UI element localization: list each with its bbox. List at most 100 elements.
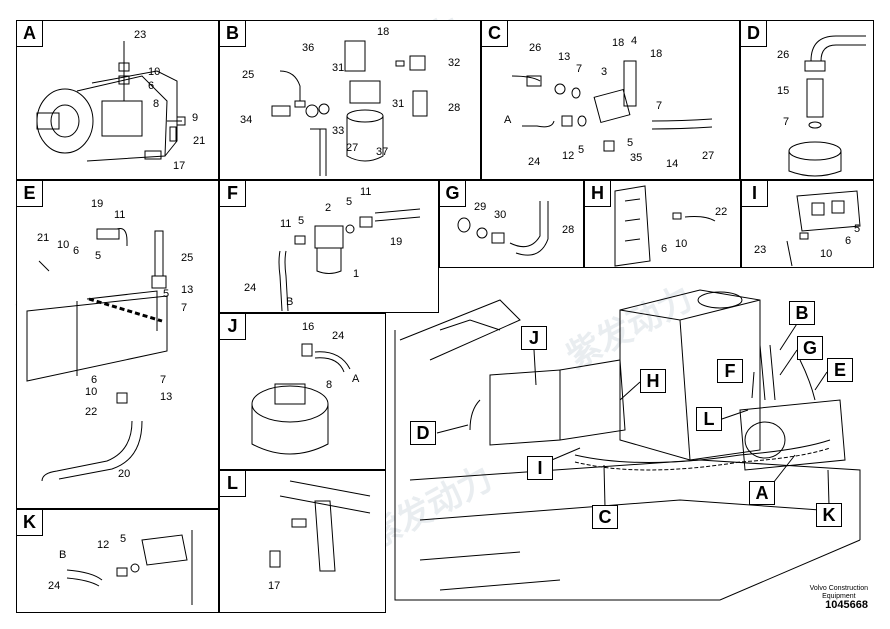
part-32: 32 bbox=[448, 57, 461, 69]
part-17: 17 bbox=[268, 580, 281, 592]
panel-f-label: F bbox=[220, 181, 246, 207]
part-28: 28 bbox=[562, 224, 575, 236]
part-24: 24 bbox=[528, 156, 541, 168]
panel-a: A 23 10 6 8 9 21 17 bbox=[16, 20, 219, 180]
part-7: 7 bbox=[783, 116, 790, 128]
label-a: A bbox=[352, 373, 360, 385]
part-27: 27 bbox=[346, 142, 359, 154]
part-23: 23 bbox=[754, 244, 767, 256]
part-34: 34 bbox=[240, 114, 253, 126]
part-18b: 18 bbox=[650, 48, 663, 60]
part-22: 22 bbox=[85, 406, 98, 418]
part-12: 12 bbox=[97, 539, 110, 551]
panel-d-label: D bbox=[741, 21, 767, 47]
callout-c[interactable]: C bbox=[592, 505, 618, 529]
panel-c: C 26 13 3 18 4 18 7 7 A 24 12 5 5 35 14 … bbox=[481, 20, 740, 180]
d-drawing bbox=[788, 35, 866, 177]
part-26: 26 bbox=[777, 49, 790, 61]
pump-drawing bbox=[36, 41, 186, 162]
i-drawing bbox=[786, 190, 861, 267]
callout-i[interactable]: I bbox=[527, 456, 553, 480]
part-31b: 31 bbox=[392, 98, 405, 110]
part-5: 5 bbox=[346, 196, 353, 208]
callout-e[interactable]: E bbox=[827, 358, 853, 382]
callout-g[interactable]: G bbox=[797, 336, 823, 360]
part-10: 10 bbox=[675, 238, 688, 250]
part-27: 27 bbox=[702, 150, 715, 162]
part-10: 10 bbox=[820, 248, 833, 260]
part-25: 25 bbox=[242, 69, 255, 81]
part-10: 10 bbox=[57, 239, 70, 251]
part-21: 21 bbox=[193, 135, 206, 147]
part-14: 14 bbox=[666, 158, 679, 170]
callout-d[interactable]: D bbox=[410, 421, 436, 445]
part-36: 36 bbox=[302, 42, 315, 54]
publisher-line1: Volvo Construction bbox=[809, 585, 868, 592]
part-5: 5 bbox=[854, 223, 861, 235]
part-7: 7 bbox=[576, 63, 583, 75]
part-19: 19 bbox=[91, 198, 104, 210]
g-drawing bbox=[457, 201, 549, 256]
valve-drawing bbox=[26, 228, 168, 482]
part-33: 33 bbox=[332, 125, 345, 137]
part-20: 20 bbox=[118, 468, 131, 480]
panel-k-label: K bbox=[17, 510, 43, 536]
panel-k: K 12 5 B 24 bbox=[16, 509, 219, 613]
part-21: 21 bbox=[37, 232, 50, 244]
part-3: 3 bbox=[601, 66, 608, 78]
panel-e-label: E bbox=[17, 181, 43, 207]
panel-g: G 29 30 28 bbox=[439, 180, 584, 268]
part-5b: 5 bbox=[163, 288, 170, 300]
part-12: 12 bbox=[562, 150, 575, 162]
label-b: B bbox=[286, 296, 294, 308]
part-5: 5 bbox=[120, 533, 127, 545]
panel-b: B 18 36 25 31 32 34 33 31 28 27 37 bbox=[219, 20, 481, 180]
part-13b: 13 bbox=[160, 391, 173, 403]
panel-i: I 5 6 23 10 bbox=[741, 180, 874, 268]
part-17: 17 bbox=[173, 160, 186, 172]
panel-f: F 2 5 11 11 5 19 24 B 1 bbox=[219, 180, 439, 313]
part-8: 8 bbox=[326, 379, 333, 391]
panel-l-label: L bbox=[220, 471, 246, 497]
callout-a[interactable]: A bbox=[749, 481, 775, 505]
part-9: 9 bbox=[192, 112, 199, 124]
part-23: 23 bbox=[134, 29, 147, 41]
panel-h: H 22 6 10 bbox=[584, 180, 741, 268]
part-11: 11 bbox=[114, 209, 126, 221]
callout-f[interactable]: F bbox=[717, 359, 743, 383]
panel-j: J 16 24 A 8 bbox=[219, 313, 386, 470]
filter-drawing bbox=[271, 40, 428, 176]
callout-l[interactable]: L bbox=[696, 407, 722, 431]
part-24: 24 bbox=[48, 580, 61, 592]
callout-h[interactable]: H bbox=[640, 369, 666, 393]
part-7b: 7 bbox=[160, 374, 167, 386]
part-6: 6 bbox=[845, 235, 852, 247]
part-5: 5 bbox=[578, 144, 585, 156]
document-number: 1045668 bbox=[825, 599, 868, 611]
callout-b[interactable]: B bbox=[789, 301, 815, 325]
panel-c-label: C bbox=[482, 21, 508, 47]
panel-b-label: B bbox=[220, 21, 246, 47]
f-drawing bbox=[278, 208, 421, 312]
part-4: 4 bbox=[631, 35, 638, 47]
part-5b: 5 bbox=[627, 137, 634, 149]
part-11b: 11 bbox=[280, 218, 292, 230]
k-drawing bbox=[66, 530, 193, 605]
panel-g-label: G bbox=[440, 181, 466, 207]
part-30: 30 bbox=[494, 209, 507, 221]
callout-k[interactable]: K bbox=[816, 503, 842, 527]
part-10b: 10 bbox=[85, 386, 98, 398]
part-2: 2 bbox=[325, 202, 332, 214]
callout-j[interactable]: J bbox=[521, 326, 547, 350]
panel-h-label: H bbox=[585, 181, 611, 207]
part-6: 6 bbox=[73, 245, 80, 257]
part-7b: 7 bbox=[656, 100, 663, 112]
label-a: A bbox=[504, 114, 512, 126]
part-19: 19 bbox=[390, 236, 403, 248]
part-37: 37 bbox=[376, 146, 389, 158]
h-drawing bbox=[614, 185, 716, 267]
label-b: B bbox=[59, 549, 67, 561]
part-5: 5 bbox=[95, 250, 102, 262]
watermark: 紫发动力 bbox=[560, 278, 699, 377]
j-drawing bbox=[251, 343, 351, 455]
